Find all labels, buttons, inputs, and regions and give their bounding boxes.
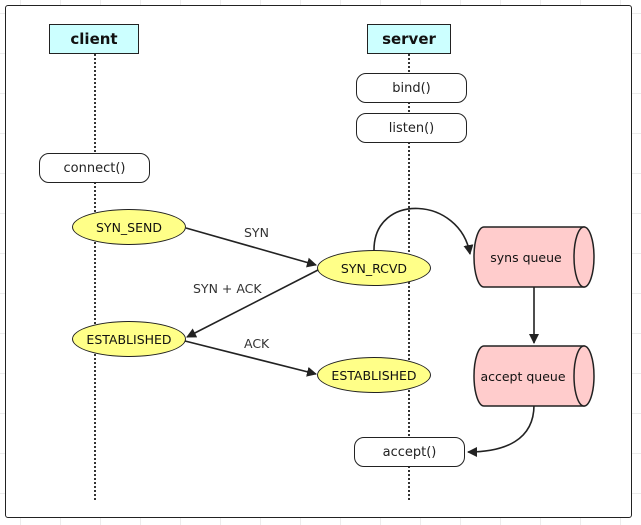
syns-queue-label: syns queue xyxy=(490,249,562,265)
client-established-state: ESTABLISHED xyxy=(72,321,186,357)
syn-ack-arrow xyxy=(186,269,319,338)
syns-queue-cylinder xyxy=(473,226,595,288)
syn-message-label: SYN xyxy=(244,225,269,240)
syn-rcvd-to-syns-queue-arrow xyxy=(373,207,474,255)
bind-step: bind() xyxy=(356,73,467,103)
client-syn-send-state: SYN_SEND xyxy=(72,209,186,245)
accept-queue-to-accept-arrow xyxy=(467,404,535,457)
ack-message-label: ACK xyxy=(244,336,270,351)
accept-queue-cylinder xyxy=(473,345,595,407)
server-established-state: ESTABLISHED xyxy=(317,357,431,393)
accept-queue-label: accept queue xyxy=(480,368,566,384)
client-lifeline xyxy=(94,54,96,500)
client-actor: client xyxy=(49,24,139,54)
listen-step: listen() xyxy=(356,113,467,143)
connect-step: connect() xyxy=(39,153,150,183)
server-actor: server xyxy=(367,24,451,54)
ack-arrow xyxy=(184,340,317,377)
accept-step: accept() xyxy=(354,437,465,467)
syn-arrow xyxy=(185,227,317,268)
syn-ack-message-label: SYN + ACK xyxy=(193,281,262,296)
server-syn-rcvd-state: SYN_RCVD xyxy=(317,250,431,286)
